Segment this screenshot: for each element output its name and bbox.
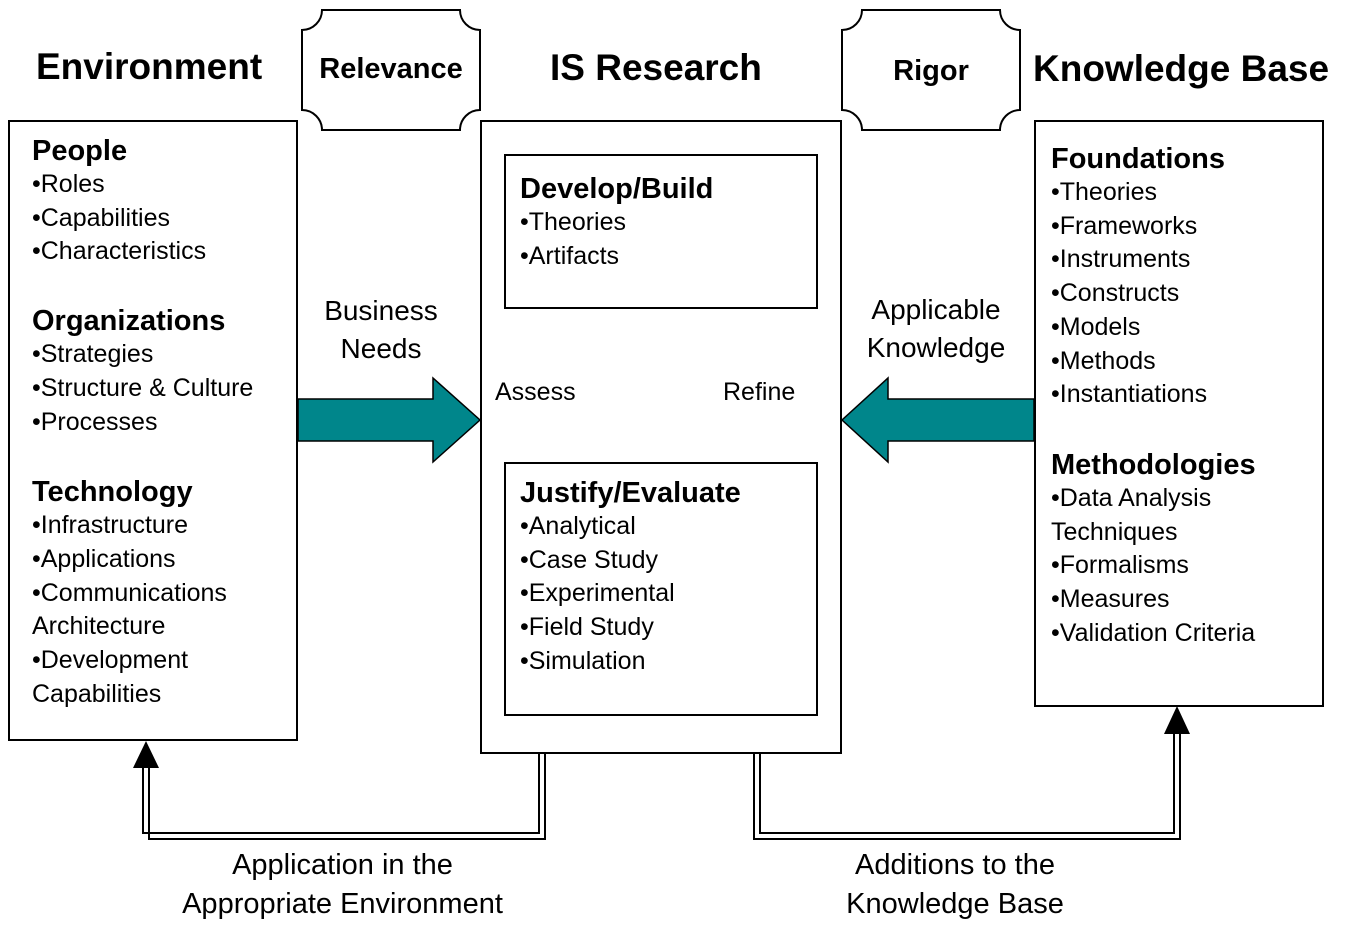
- assess-label: Assess: [495, 378, 576, 406]
- list-item: •Processes: [32, 407, 158, 436]
- additions-line-2: Knowledge Base: [846, 888, 1064, 920]
- technology-section: Technology •Infrastructure •Applications…: [32, 475, 288, 711]
- technology-heading: Technology: [32, 476, 193, 509]
- list-item: •Capabilities: [32, 203, 170, 232]
- list-item: •Artifacts: [520, 241, 620, 270]
- list-item: •Structure & Culture: [32, 373, 254, 402]
- application-loop-outer: [142, 753, 540, 834]
- list-item: •Communications Architecture: [32, 578, 227, 641]
- knowledge-base-box: Foundations •Theories •Frameworks •Instr…: [1034, 120, 1324, 707]
- list-item: •Instantiations: [1051, 380, 1208, 409]
- additions-loop-inner: [759, 732, 1175, 834]
- list-item: •Field Study: [520, 613, 654, 642]
- environment-box: People •Roles •Capabilities •Characteris…: [8, 120, 298, 741]
- organizations-section: Organizations •Strategies •Structure & C…: [32, 304, 288, 439]
- list-item: •Validation Criteria: [1051, 618, 1256, 647]
- additions-line-1: Additions to the: [855, 849, 1055, 881]
- application-label: Application in the Appropriate Environme…: [150, 846, 535, 924]
- list-item: •Constructs: [1051, 279, 1180, 308]
- business-needs-line-2: Needs: [340, 333, 422, 364]
- list-item: •Instruments: [1051, 245, 1191, 274]
- justify-evaluate-box: Justify/Evaluate •Analytical •Case Study…: [504, 462, 818, 716]
- list-item: •Case Study: [520, 545, 658, 574]
- business-needs-arrow: [297, 376, 482, 464]
- is-research-title: IS Research: [550, 47, 762, 88]
- list-item: •Frameworks: [1051, 211, 1198, 240]
- foundations-heading: Foundations: [1051, 143, 1225, 175]
- knowledge-base-title: Knowledge Base: [1033, 48, 1330, 89]
- relevance-label: Relevance: [319, 53, 463, 85]
- application-line-2: Appropriate Environment: [182, 888, 503, 920]
- people-section: People •Roles •Capabilities •Characteris…: [32, 134, 288, 269]
- list-item: •Applications: [32, 544, 176, 573]
- list-item: •Models: [1051, 312, 1141, 341]
- list-item: •Analytical: [520, 512, 636, 540]
- list-item: •Measures: [1051, 585, 1170, 614]
- application-line-1: Application in the: [232, 849, 453, 881]
- list-item: •Data Analysis Techniques: [1051, 483, 1212, 546]
- application-arrowhead: [133, 741, 159, 768]
- rigor-label: Rigor: [893, 55, 969, 87]
- list-item: •Methods: [1051, 346, 1156, 375]
- applicable-knowledge-line-2: Knowledge: [866, 332, 1006, 363]
- list-item: •Theories: [520, 208, 627, 236]
- business-needs-line-1: Business: [324, 295, 438, 326]
- develop-build-heading: Develop/Build: [520, 173, 714, 205]
- list-item: •Development Capabilities: [32, 646, 189, 708]
- organizations-heading: Organizations: [32, 305, 226, 338]
- applicable-knowledge-label: Applicable Knowledge: [846, 291, 1026, 367]
- application-loop-inner: [148, 753, 546, 840]
- list-item: •Simulation: [520, 646, 646, 675]
- additions-label: Additions to the Knowledge Base: [790, 846, 1120, 924]
- justify-evaluate-heading: Justify/Evaluate: [520, 477, 741, 509]
- refine-label: Refine: [723, 378, 796, 406]
- business-needs-label: Business Needs: [300, 292, 462, 368]
- applicable-knowledge-line-1: Applicable: [871, 294, 1001, 325]
- list-item: •Strategies: [32, 340, 154, 369]
- people-heading: People: [32, 135, 128, 167]
- list-item: •Roles: [32, 170, 105, 198]
- list-item: •Experimental: [520, 579, 675, 608]
- relevance-plaque: [301, 9, 481, 131]
- list-item: •Theories: [1051, 178, 1158, 206]
- list-item: •Formalisms: [1051, 551, 1189, 580]
- applicable-knowledge-arrow: [840, 376, 1035, 464]
- additions-loop-outer: [753, 732, 1181, 840]
- rigor-plaque: [841, 9, 1021, 131]
- environment-title: Environment: [36, 46, 263, 87]
- methodologies-section: Methodologies •Data Analysis Techniques …: [1051, 448, 1314, 651]
- list-item: •Infrastructure: [32, 511, 189, 540]
- foundations-section: Foundations •Theories •Frameworks •Instr…: [1051, 142, 1314, 412]
- methodologies-heading: Methodologies: [1051, 448, 1256, 481]
- additions-arrowhead: [1164, 706, 1190, 734]
- list-item: •Characteristics: [32, 237, 207, 266]
- develop-build-box: Develop/Build •Theories •Artifacts: [504, 154, 818, 309]
